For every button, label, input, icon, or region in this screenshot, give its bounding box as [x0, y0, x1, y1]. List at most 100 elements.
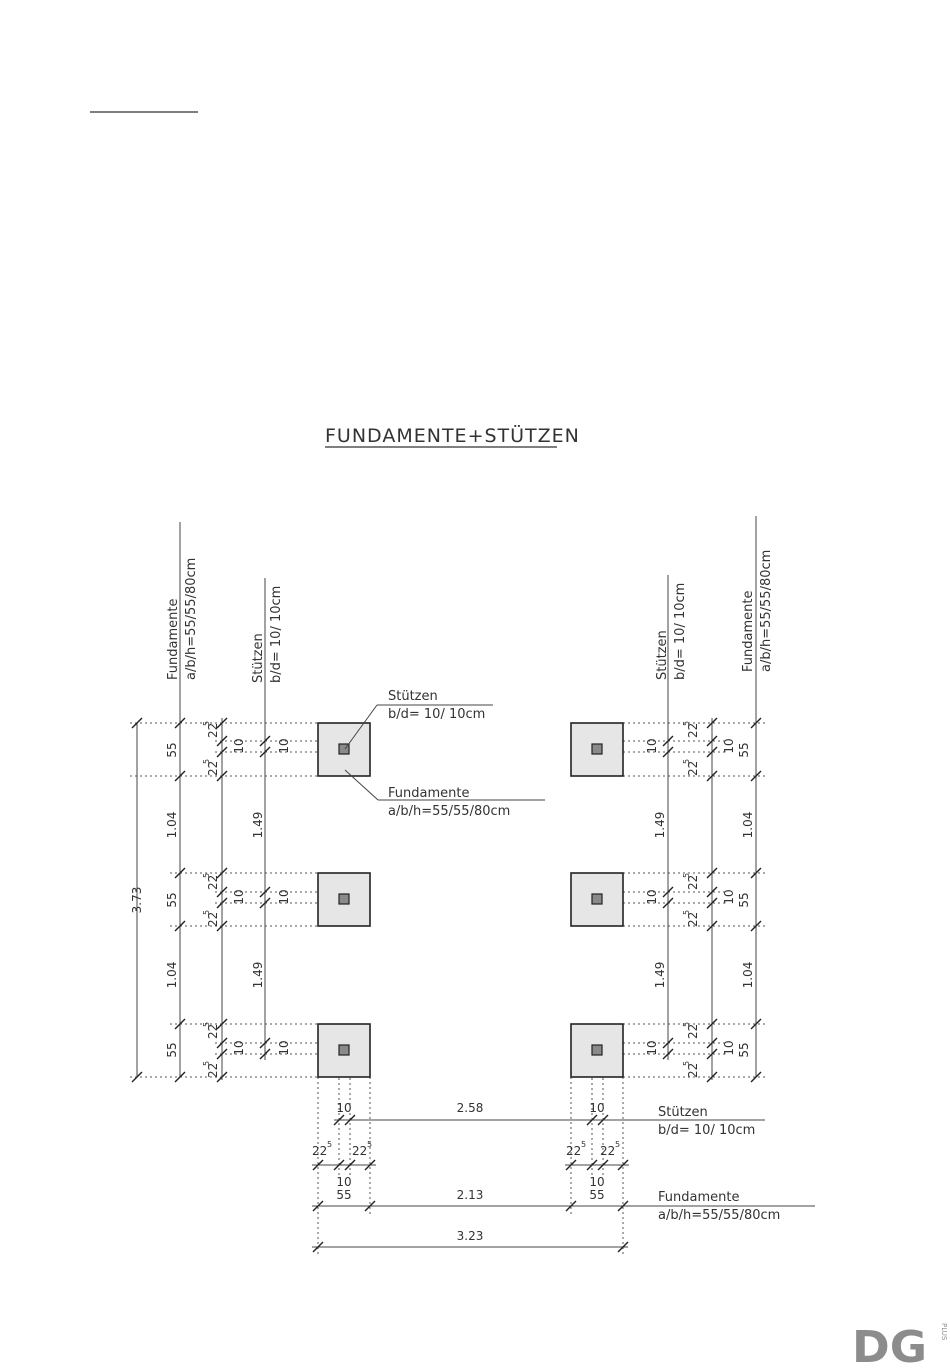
dim-left-offset: 22 — [206, 1024, 220, 1039]
left-offset-labels: 22 5 10 22 5 22 5 10 22 5 22 5 10 22 5 — [202, 721, 246, 1078]
dim-right-offset: 22 — [686, 875, 700, 890]
dim-bottom-total-horizontal: 3.23 — [457, 1229, 484, 1243]
dim-right-offset: 22 — [686, 1024, 700, 1039]
callout-column-spec: b/d= 10/ 10cm — [388, 707, 485, 722]
dim-left-gap-2: 1.04 — [165, 962, 179, 989]
dim-left-col: 10 — [232, 889, 246, 904]
dim-left-found-1: 55 — [165, 742, 179, 757]
dim-left-offset: 22 — [206, 761, 220, 776]
column-block — [591, 743, 603, 755]
dim-left-offset: 22 — [206, 723, 220, 738]
dim-right-offset-sup: 5 — [682, 759, 691, 764]
dim-left-offset: 22 — [206, 912, 220, 927]
dim-left-offset: 22 — [206, 875, 220, 890]
dim-left-colgap-2: 1.49 — [251, 962, 265, 989]
dim-right-offset-sup: 5 — [682, 910, 691, 915]
left-foundation-label: Fundamente — [166, 599, 181, 680]
right-column-spec: b/d= 10/ 10cm — [673, 583, 688, 680]
dim-right-found: 55 — [737, 892, 751, 907]
dim-right-colgap-2: 1.49 — [653, 962, 667, 989]
dim-left-found-3: 55 — [165, 1042, 179, 1057]
dim-right-colgap-1: 1.49 — [653, 812, 667, 839]
left-dimension-chains: 3.73 — [130, 522, 271, 1083]
dg-plus-logo: DG PLUS — [852, 1322, 948, 1370]
bottom-column-label: Stützen — [658, 1105, 708, 1120]
dim-left-col: 10 — [232, 738, 246, 753]
dim-bottom-offset-sup: 5 — [581, 1140, 586, 1149]
dim-left-colsize-2: 10 — [277, 889, 291, 904]
right-offset-labels: 22 5 22 5 22 5 22 5 22 5 22 5 — [682, 721, 700, 1078]
dim-bottom-col-left-2: 10 — [336, 1175, 351, 1189]
dim-left-gap-1: 1.04 — [165, 812, 179, 839]
dim-right-offset: 22 — [686, 761, 700, 776]
center-callouts — [344, 704, 545, 801]
dim-left-offset-sup: 5 — [202, 759, 211, 764]
right-col-foundation-labels: 10 55 1.04 10 55 1.04 10 55 — [722, 738, 755, 1057]
right-dimension-chains — [662, 516, 762, 1083]
dim-right-offset-sup: 5 — [682, 721, 691, 726]
dim-bottom-found-right: 55 — [589, 1188, 604, 1202]
dim-left-col: 10 — [232, 1040, 246, 1055]
left-foundation-spec: a/b/h=55/55/80cm — [184, 558, 199, 680]
bottom-offset-labels: 22 5 22 5 22 5 22 5 — [312, 1140, 620, 1158]
dim-right-offset-sup: 5 — [682, 1022, 691, 1027]
dim-bottom-found-left: 55 — [336, 1188, 351, 1202]
dim-right-colsize-2: 10 — [645, 889, 659, 904]
dim-bottom-found-spacing: 2.13 — [457, 1188, 484, 1202]
column-block — [338, 1044, 350, 1056]
dim-left-offset-sup: 5 — [202, 1022, 211, 1027]
dim-bottom-col-left: 10 — [336, 1101, 351, 1115]
bottom-dimension-chains — [312, 1114, 815, 1253]
left-column-spec: b/d= 10/ 10cm — [269, 586, 284, 683]
dim-bottom-offset: 22 — [352, 1144, 367, 1158]
dim-left-offset: 22 — [206, 1063, 220, 1078]
right-column-label: Stützen — [655, 630, 670, 680]
right-foundation-label: Fundamente — [741, 591, 756, 672]
dim-bottom-offset: 22 — [566, 1144, 581, 1158]
dim-right-offset: 22 — [686, 912, 700, 927]
dim-bottom-col-spacing: 2.58 — [457, 1101, 484, 1115]
column-block — [338, 743, 350, 755]
dim-left-found-2: 55 — [165, 892, 179, 907]
bottom-foundation-spec: a/b/h=55/55/80cm — [658, 1208, 780, 1223]
dim-right-offset: 22 — [686, 723, 700, 738]
logo-sub: PLUS — [940, 1323, 948, 1341]
dim-left-offset-sup: 5 — [202, 873, 211, 878]
dim-left-offset-sup: 5 — [202, 1061, 211, 1066]
dim-right-gap: 1.04 — [741, 812, 755, 839]
dim-bottom-col-right-2: 10 — [589, 1175, 604, 1189]
dim-right-found: 55 — [737, 1042, 751, 1057]
dim-right-col: 10 — [722, 738, 736, 753]
dim-bottom-offset-sup: 5 — [367, 1140, 372, 1149]
right-foundation-spec: a/b/h=55/55/80cm — [759, 550, 774, 672]
extension-lines-vertical — [317, 1063, 624, 1255]
dim-left-colsize-3: 10 — [277, 1040, 291, 1055]
dim-bottom-offset: 22 — [312, 1144, 327, 1158]
foundation-block — [317, 872, 371, 927]
dim-right-offset: 22 — [686, 1063, 700, 1078]
column-block — [591, 1044, 603, 1056]
dim-right-col: 10 — [722, 889, 736, 904]
dim-left-colsize-1: 10 — [277, 738, 291, 753]
dim-left-offset-sup: 5 — [202, 721, 211, 726]
dim-right-gap: 1.04 — [741, 962, 755, 989]
dim-bottom-col-right: 10 — [589, 1101, 604, 1115]
dim-total-vertical: 3.73 — [130, 887, 144, 914]
dim-bottom-offset: 22 — [600, 1144, 615, 1158]
dim-right-colsize-1: 10 — [645, 738, 659, 753]
dim-left-offset-sup: 5 — [202, 910, 211, 915]
dim-left-colgap-1: 1.49 — [251, 812, 265, 839]
dim-bottom-offset-sup: 5 — [327, 1140, 332, 1149]
dim-right-found: 55 — [737, 742, 751, 757]
dim-right-offset-sup: 5 — [682, 1061, 691, 1066]
callout-foundation-spec: a/b/h=55/55/80cm — [388, 804, 510, 819]
bottom-column-spec: b/d= 10/ 10cm — [658, 1123, 755, 1138]
column-block — [591, 893, 603, 905]
column-block — [338, 893, 350, 905]
dim-right-col: 10 — [722, 1040, 736, 1055]
left-column-label: Stützen — [251, 633, 266, 683]
dim-bottom-offset-sup: 5 — [615, 1140, 620, 1149]
logo-text: DG — [852, 1322, 927, 1370]
callout-column-label: Stützen — [388, 689, 438, 704]
